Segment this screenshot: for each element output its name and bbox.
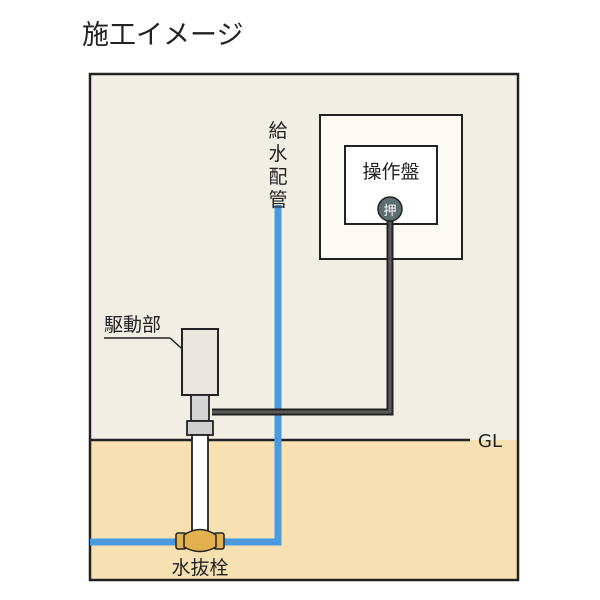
water-supply-pipe-label: 給 水 配 管 [268, 120, 287, 211]
pipe-label-char: 給 [268, 120, 287, 142]
ground-level-label: GL [478, 431, 502, 452]
water-supply-pipe [90, 205, 282, 546]
pipe-label-char: 配 [268, 166, 287, 188]
pipe-label-char: 管 [268, 189, 287, 211]
control-panel-label: 操作盤 [362, 161, 419, 183]
drive-unit-body [181, 328, 219, 396]
drain-valve-label: 水抜栓 [171, 557, 228, 579]
control-cable [212, 220, 392, 414]
drain-valve [175, 528, 225, 553]
valve-body [183, 528, 217, 553]
pipe-label-char: 水 [268, 143, 287, 165]
push-button-label: 押 [383, 204, 396, 219]
diagram-title: 施工イメージ [82, 20, 243, 51]
valve-collar [186, 420, 214, 436]
ground-area [90, 440, 518, 580]
valve-rod [191, 434, 209, 532]
frame-outline [88, 72, 520, 582]
drive-unit-label: 駆動部 [104, 314, 161, 336]
push-button [377, 196, 403, 222]
drive-coupling [190, 394, 210, 422]
